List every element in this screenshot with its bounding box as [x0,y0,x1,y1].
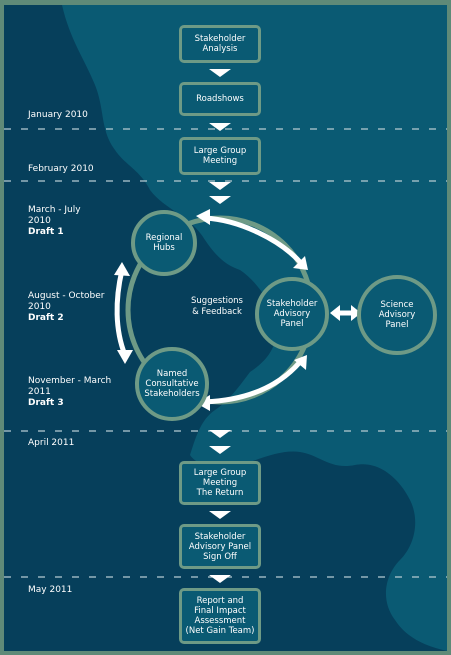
node-named-consultative-stakeholders: Named Consultative Stakeholders [135,347,209,421]
node-science-advisory-panel: Science Advisory Panel [357,275,437,355]
step-large-group-return: Large Group Meeting The Return [179,461,261,505]
label-draft-3: Draft 3 [28,398,64,408]
step-advisory-signoff: Stakeholder Advisory Panel Sign Off [179,524,261,569]
label-may-2011: May 2011 [28,585,73,595]
step-report-final-impact: Report and Final Impact Assessment (Net … [179,588,261,644]
node-stakeholder-advisory-panel: Stakeholder Advisory Panel [255,277,329,351]
step-roadshows: Roadshows [179,82,261,116]
node-regional-hubs: Regional Hubs [131,210,197,276]
label-apr-2011: April 2011 [28,438,75,448]
step-large-group-meeting: Large Group Meeting [179,137,261,175]
step-stakeholder-analysis: Stakeholder Analysis [179,25,261,63]
label-feb-2010: February 2010 [28,164,94,174]
label-draft-2: Draft 2 [28,313,64,323]
label-jan-2010: January 2010 [28,110,88,120]
cycle-center-label: Suggestions & Feedback [191,296,243,317]
label-draft-1: Draft 1 [28,227,64,237]
flow-arrows [209,69,231,583]
land-shape [4,5,447,651]
